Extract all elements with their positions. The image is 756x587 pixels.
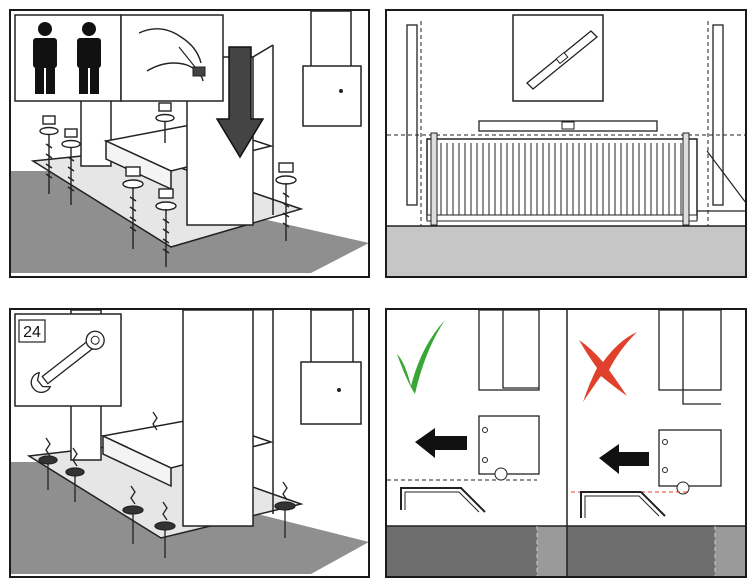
panel-anchor-bolt-placement [9,9,370,278]
left-arrow-icon [415,428,467,458]
correct-example [387,310,540,513]
panel-rack-height-check [385,308,747,578]
gate-level-illustration [387,14,745,276]
sliding-gate [426,132,698,226]
panel-gate-alignment-level [385,9,747,278]
hand-tighten-icon [120,14,224,102]
tightened-nuts [38,411,296,558]
anchor-bolt-illustration [11,11,368,273]
rack-check-illustration [387,310,745,576]
left-arrow-icon [599,444,649,474]
bolt-tightening-illustration: 24 [11,310,368,574]
cross-icon [579,332,637,402]
incorrect-example [571,310,722,518]
anchor-bolts [39,102,297,267]
two-people-icon [14,14,122,102]
checkmark-icon [397,320,445,394]
panel-bolt-tightening: 24 [9,308,370,578]
spirit-level-icon [512,14,604,102]
down-arrow-icon [215,46,265,159]
wrench-icon: 24 [14,313,122,407]
wrench-size-label: 24 [23,324,41,341]
